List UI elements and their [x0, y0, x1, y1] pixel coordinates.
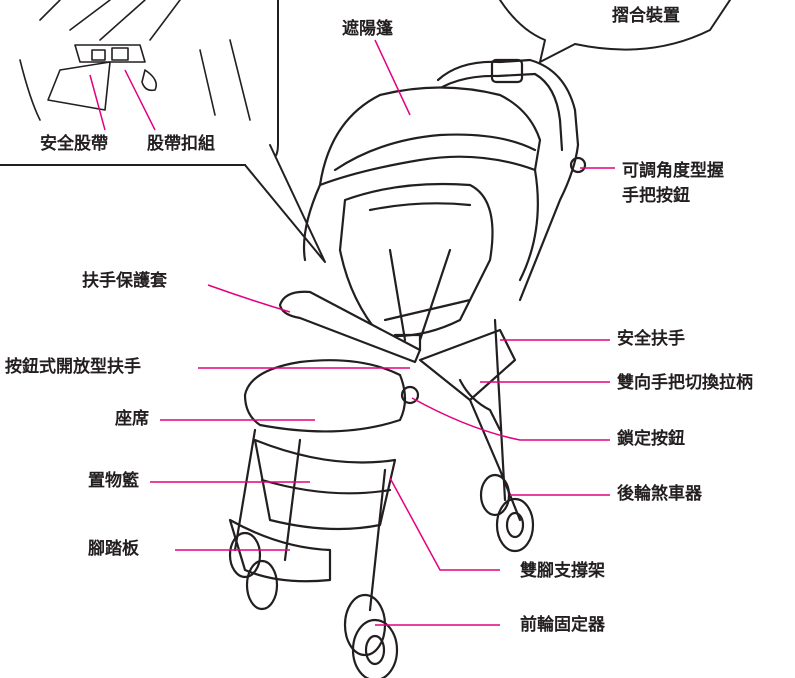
- label-seat: 座席: [115, 409, 149, 429]
- label-canopy: 遮陽篷: [342, 19, 393, 39]
- fold-callout-bubble: [499, 0, 731, 63]
- label-grip-line2: 手把按鈕: [622, 186, 690, 206]
- label-safety-bar: 安全扶手: [617, 329, 685, 349]
- label-inset-buckle: 股帶扣組: [147, 134, 215, 154]
- label-front-swivel: 前輪固定器: [520, 615, 605, 635]
- label-inset-belt: 安全股帶: [40, 134, 108, 154]
- label-rear-brake: 後輪煞車器: [617, 484, 702, 504]
- leader-lock-button: [411, 397, 610, 441]
- label-grip-line1: 可調角度型握: [622, 161, 724, 181]
- leader-canopy: [374, 39, 411, 116]
- label-fold-device: 摺合裝置: [612, 6, 680, 26]
- label-lock-button: 鎖定按鈕: [617, 429, 685, 449]
- leader-inset-buckle: [124, 69, 156, 131]
- label-basket: 置物籃: [88, 471, 139, 491]
- leader-stand: [389, 477, 500, 571]
- stroller-outline: [228, 58, 587, 678]
- inset-belt-sketch: [19, 0, 251, 121]
- label-footrest: 腳踏板: [88, 539, 139, 559]
- label-reversible-handle: 雙向手把切換拉柄: [617, 373, 753, 393]
- label-armrest-cover: 扶手保護套: [82, 271, 167, 291]
- label-open-armrest: 按鈕式開放型扶手: [5, 357, 141, 377]
- label-stand: 雙腳支撐架: [520, 561, 605, 581]
- leader-lines: [89, 39, 615, 626]
- leader-inset-belt: [89, 74, 106, 131]
- leader-armrest-cover: [207, 284, 291, 313]
